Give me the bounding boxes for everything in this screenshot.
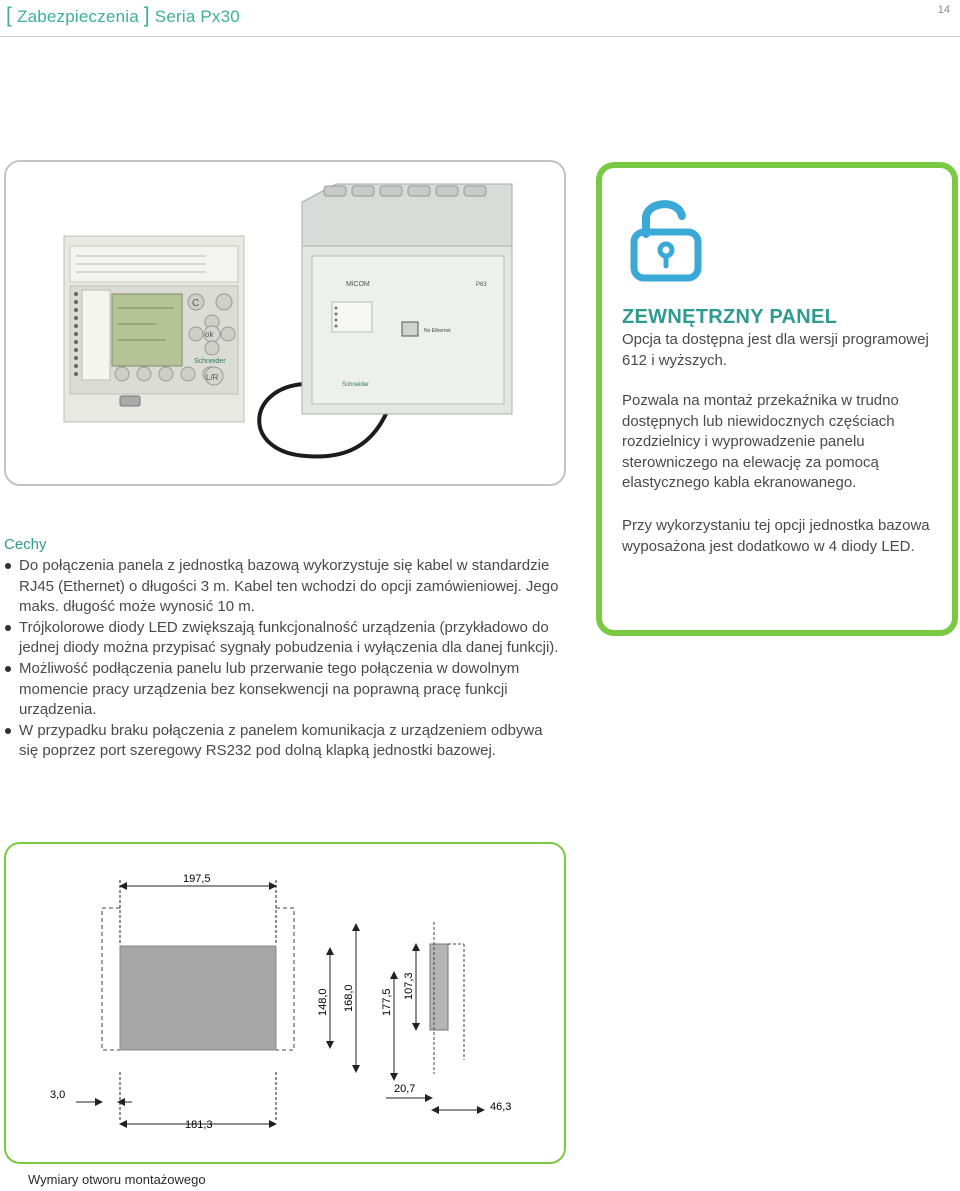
bullet-icon <box>5 665 11 672</box>
device-photo-illustration: C ok Schneider L/R MiCOM <box>63 183 513 459</box>
bullet-icon <box>5 727 11 734</box>
bracket-close: ] <box>143 4 150 27</box>
external-panel-title: ZEWNĘTRZNY PANEL <box>622 306 838 328</box>
page-header: [ Zabezpieczenia ] Seria Px30 <box>6 4 240 28</box>
dim-depth-2: 46,3 <box>490 1101 511 1113</box>
device-photo-frame: C ok Schneider L/R MiCOM <box>4 160 566 486</box>
page-number: 14 <box>937 4 950 16</box>
dim-edge: 3,0 <box>50 1089 65 1101</box>
dim-width-outer: 197,5 <box>183 873 211 885</box>
external-panel-text-1: Opcja ta dostępna jest dla wersji progra… <box>622 331 929 369</box>
dim-width-inner: 181,3 <box>185 1119 213 1131</box>
dim-depth-1: 20,7 <box>394 1083 415 1095</box>
bullet-icon <box>5 563 11 569</box>
list-item: Możliwość podłączenia panelu lub przerwa… <box>0 659 560 721</box>
dim-height-inner: 148,0 <box>317 988 329 1016</box>
external-panel-box <box>596 162 958 636</box>
base-front-label: MiCOM <box>346 281 370 288</box>
base-brand: Schneider <box>342 382 369 388</box>
unlocked-padlock-icon <box>628 194 704 287</box>
bullet-icon <box>5 624 11 631</box>
drawing-caption: Wymiary otworu montażowego <box>28 1172 206 1187</box>
external-panel-text-3: Przy wykorzystaniu tej opcji jednostka b… <box>622 517 930 555</box>
dim-side-inner: 107,3 <box>403 972 415 1000</box>
dim-side-height: 177,5 <box>381 988 393 1016</box>
section-title: Zabezpieczenia <box>16 7 139 26</box>
features-title: Cechy <box>4 536 47 553</box>
list-item: Trójkolorowe diody LED zwiększają funkcj… <box>0 618 560 659</box>
list-item: Do połączenia panela z jednostką bazową … <box>0 556 560 618</box>
key-ok: ok <box>205 330 214 339</box>
base-port-label: No Ethernet <box>424 328 451 334</box>
external-panel-text-2: Pozwala na montaż przekaźnika w trudno d… <box>622 392 899 491</box>
dim-height-outer: 168,0 <box>343 984 355 1012</box>
features-list: Do połączenia panela z jednostką bazową … <box>0 556 560 762</box>
base-model-label: P63 <box>476 282 487 288</box>
mounting-drawing: 197,5 148,0 168,0 177,5 107,3 3,0 181,3 … <box>50 873 511 1131</box>
front-brand: Schneider <box>194 358 226 365</box>
key-c: C <box>192 298 199 309</box>
series-title: Seria Px30 <box>154 7 240 26</box>
key-lr: L/R <box>206 373 219 382</box>
list-item: W przypadku braku połączenia z panelem k… <box>0 721 560 762</box>
header-divider <box>0 36 960 37</box>
bracket-open: [ <box>6 4 13 27</box>
mounting-drawing-frame: 197,5 148,0 168,0 177,5 107,3 3,0 181,3 … <box>4 842 566 1164</box>
